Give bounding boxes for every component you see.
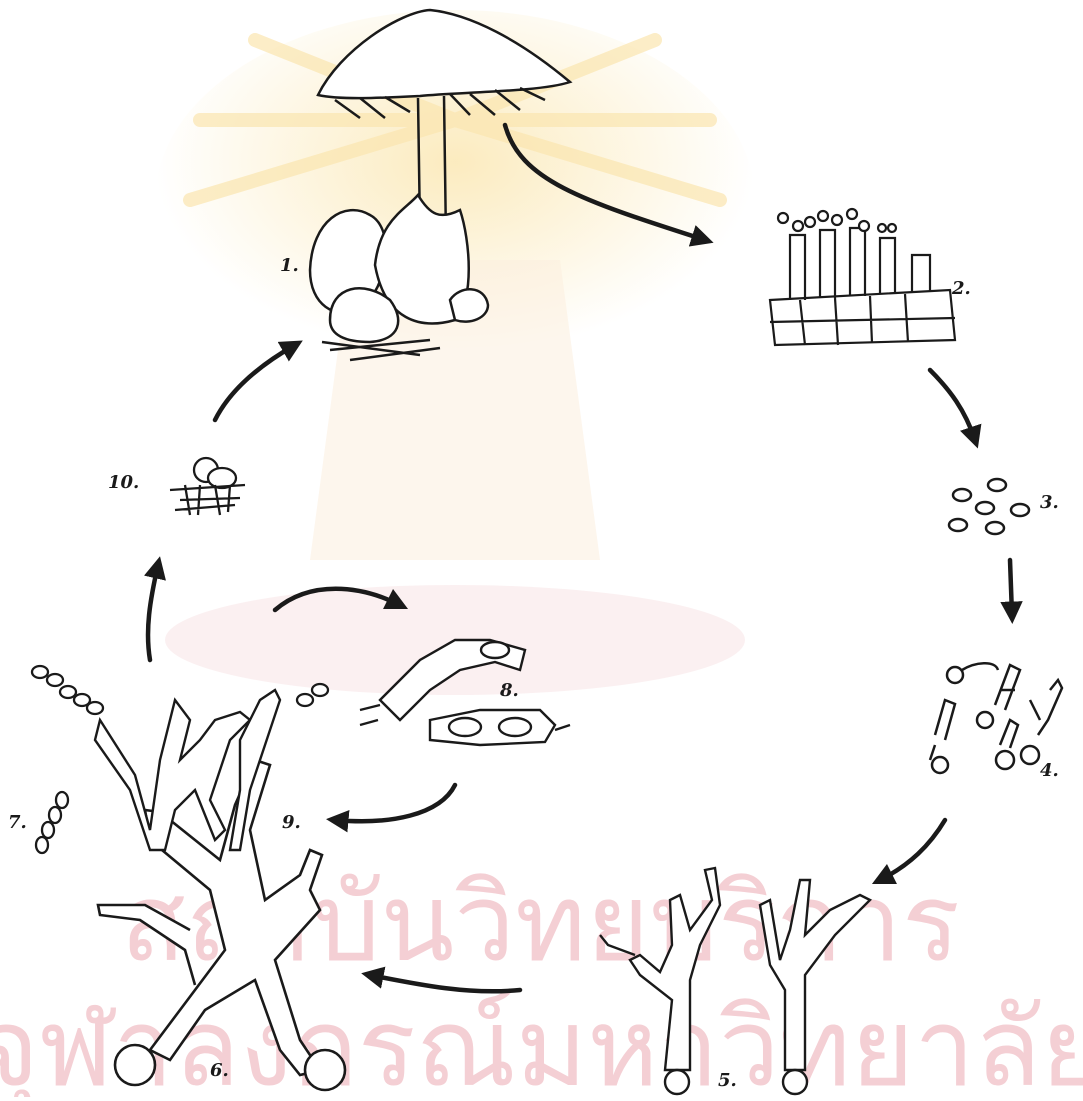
label-stage-1: 1. xyxy=(280,255,299,276)
stage-4-germinating-spores xyxy=(930,663,1062,773)
label-stage-3: 3. xyxy=(1040,492,1059,513)
arrow-10-to-1 xyxy=(215,345,295,420)
arrow-8-to-9 xyxy=(335,785,455,821)
stage-2-basidia xyxy=(770,209,955,345)
label-stage-9: 9. xyxy=(282,812,301,833)
arrow-3-to-4 xyxy=(1010,560,1012,615)
label-stage-6: 6. xyxy=(210,1060,229,1081)
label-stage-4: 4. xyxy=(1040,760,1059,781)
label-stage-2: 2. xyxy=(952,278,971,299)
arrow-2-to-3 xyxy=(930,370,975,440)
label-stage-7: 7. xyxy=(8,812,27,833)
stage-10-primordium xyxy=(170,458,245,515)
stage-3-spores xyxy=(949,479,1029,534)
arrow-to-10 xyxy=(148,565,158,660)
watermark-emblem xyxy=(155,10,755,695)
label-stage-10: 10. xyxy=(108,472,139,493)
label-stage-8: 8. xyxy=(500,680,519,701)
label-stage-5: 5. xyxy=(718,1070,737,1091)
